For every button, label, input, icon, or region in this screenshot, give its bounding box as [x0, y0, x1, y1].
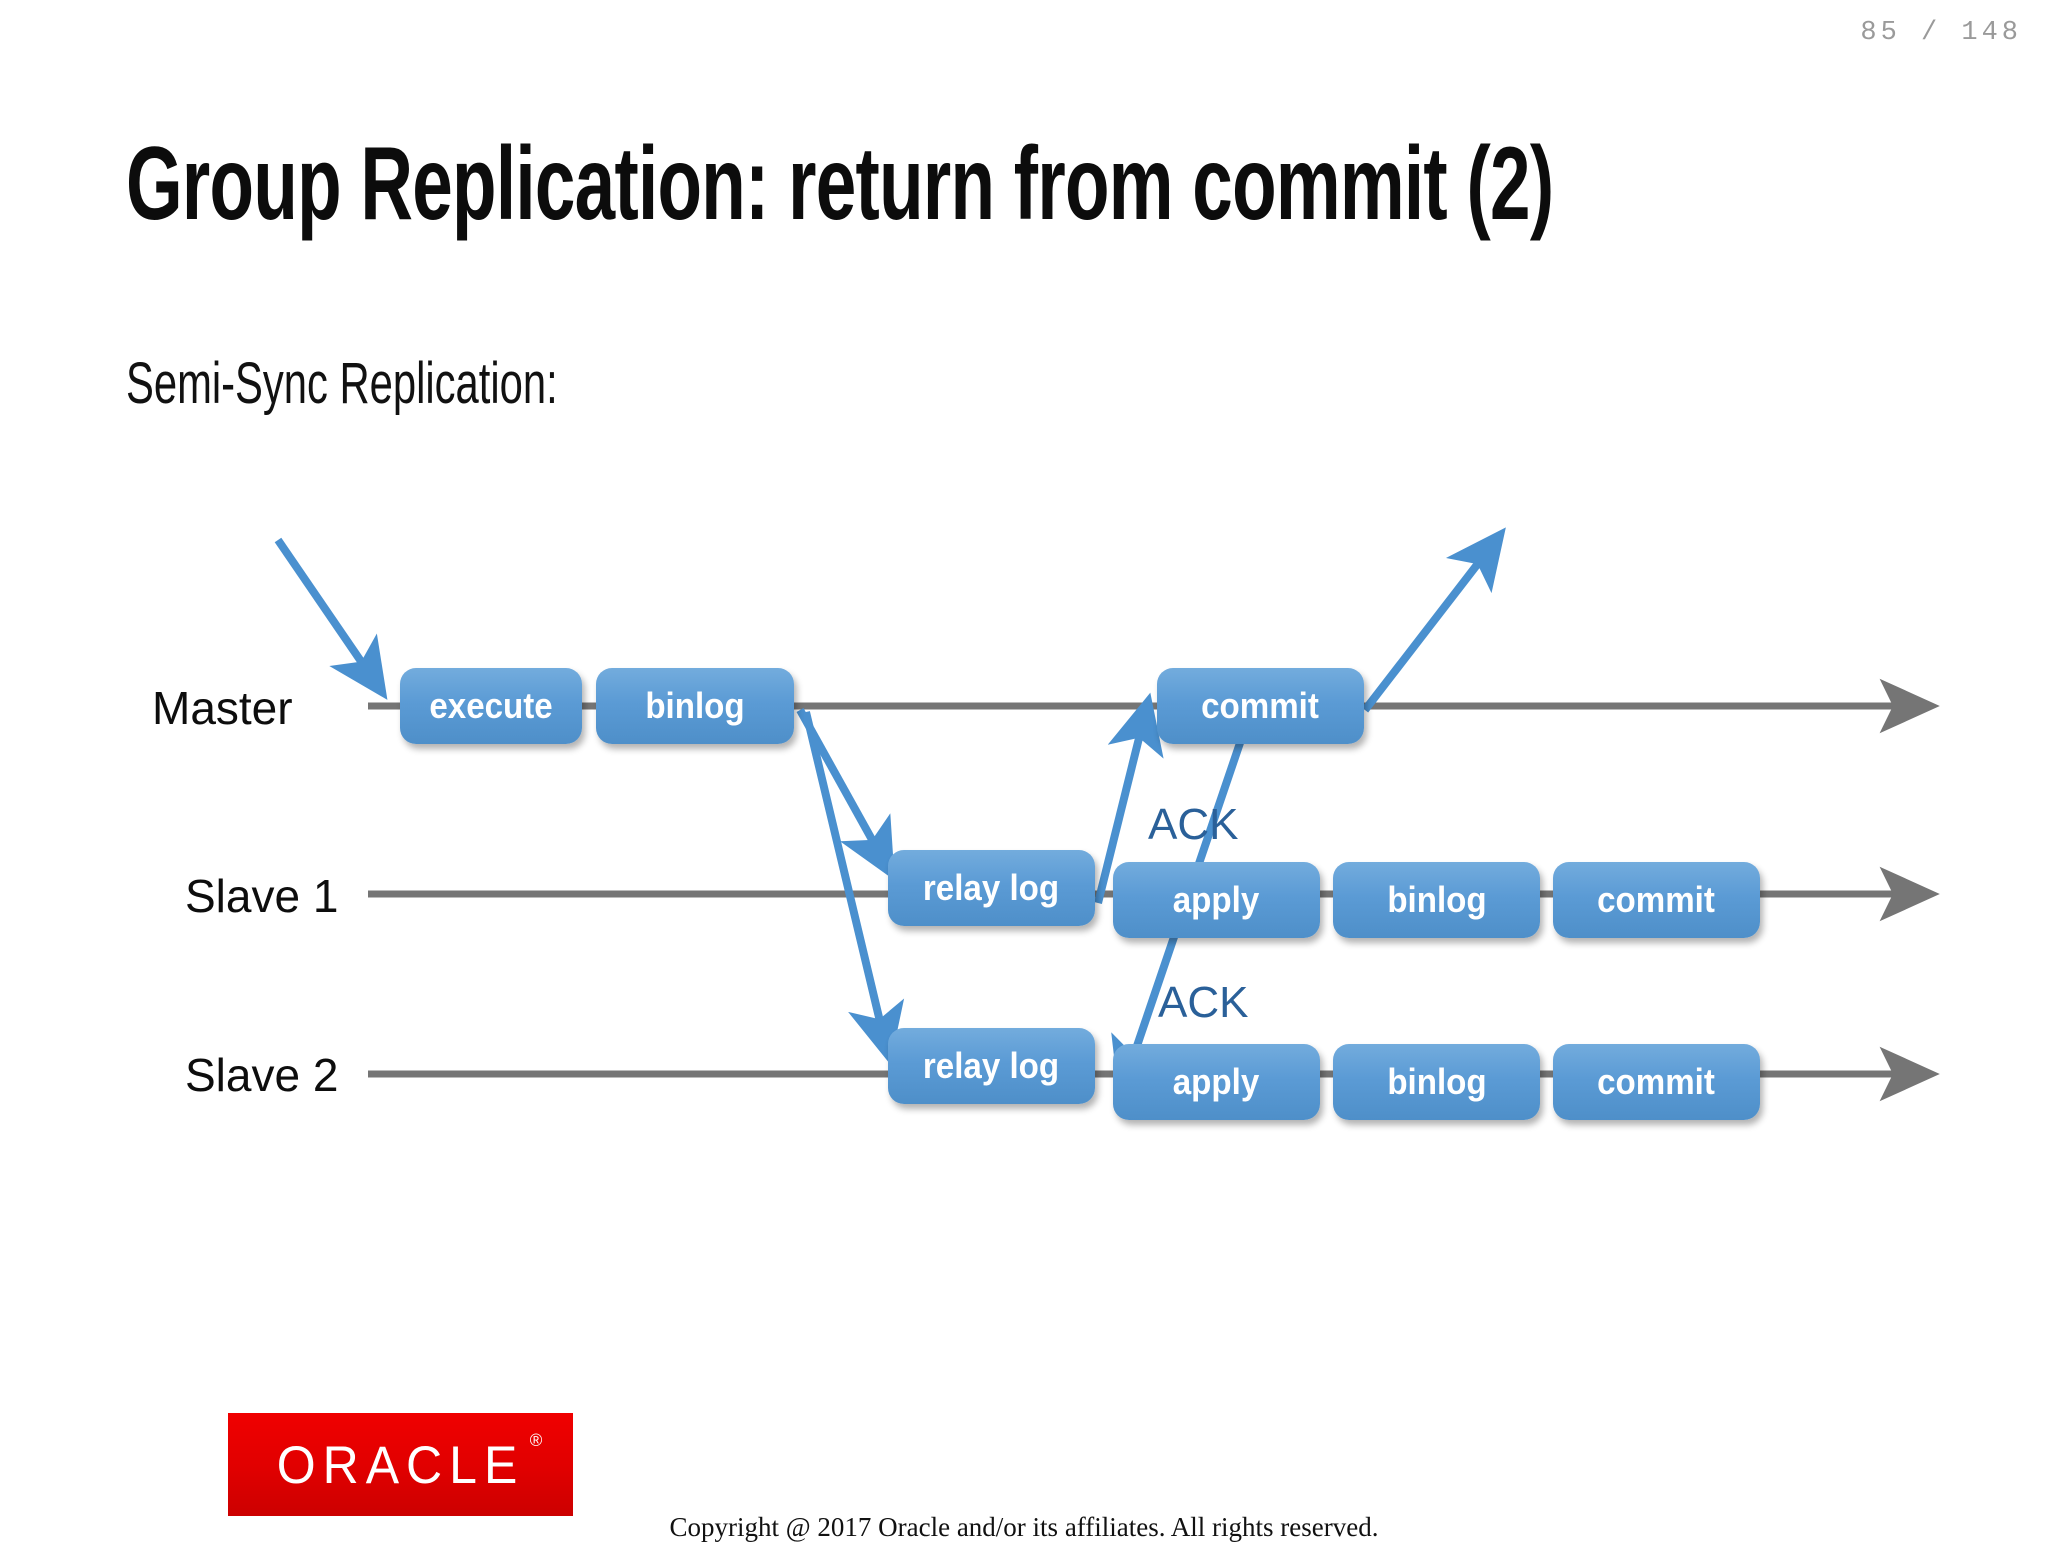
oracle-logo: ORACLE ® [228, 1413, 573, 1516]
ack-label-1: ACK [1148, 800, 1239, 849]
lane-label-master: Master [152, 682, 293, 734]
node-label: relay log [923, 1045, 1060, 1086]
node-label: apply [1173, 1061, 1260, 1102]
registered-trademark-icon: ® [529, 1429, 543, 1450]
node-slave-2-apply: apply [1113, 1044, 1320, 1120]
lane-label-slave-1: Slave 1 [185, 870, 339, 922]
oracle-wordmark-text: ORACLE [276, 1435, 525, 1494]
node-master-execute: execute [400, 668, 582, 744]
arrow-client-request-in [274, 537, 388, 700]
arrow-binlog-to-slave2 [802, 711, 905, 1065]
node-label: execute [429, 685, 553, 726]
node-label: binlog [1386, 1061, 1487, 1102]
oracle-wordmark: ORACLE ® [276, 1430, 543, 1495]
lane-label-slave-2: Slave 2 [185, 1049, 339, 1101]
node-label: relay log [923, 867, 1060, 908]
slide-subtitle: Semi-Sync Replication: [126, 351, 558, 416]
arrow-commit-reply-out [1361, 527, 1506, 713]
arrow-slave1-ack-to-commit [1094, 692, 1164, 904]
node-label: binlog [1386, 879, 1487, 920]
copyright-notice: Copyright @ 2017 Oracle and/or its affil… [669, 1512, 1379, 1542]
node-label: commit [1597, 879, 1716, 920]
page-title: Group Replication: return from commit (2… [126, 126, 1554, 242]
node-slave-1-binlog: binlog [1333, 862, 1540, 938]
node-label: commit [1597, 1061, 1716, 1102]
node-slave-2-relay-log: relay log [888, 1028, 1095, 1104]
ack-label-2: ACK [1158, 978, 1249, 1027]
node-label: apply [1173, 879, 1260, 920]
node-slave-1-commit: commit [1553, 862, 1760, 938]
node-label: commit [1201, 685, 1320, 726]
node-slave-1-relay-log: relay log [888, 850, 1095, 926]
node-master-binlog: binlog [596, 668, 794, 744]
page-indicator: 85 / 148 [1860, 18, 2022, 48]
node-master-commit: commit [1157, 668, 1364, 744]
flow-arrows [274, 527, 1506, 1100]
node-slave-2-commit: commit [1553, 1044, 1760, 1120]
node-slave-2-binlog: binlog [1333, 1044, 1540, 1120]
node-label: binlog [645, 685, 745, 726]
node-slave-1-apply: apply [1113, 862, 1320, 938]
